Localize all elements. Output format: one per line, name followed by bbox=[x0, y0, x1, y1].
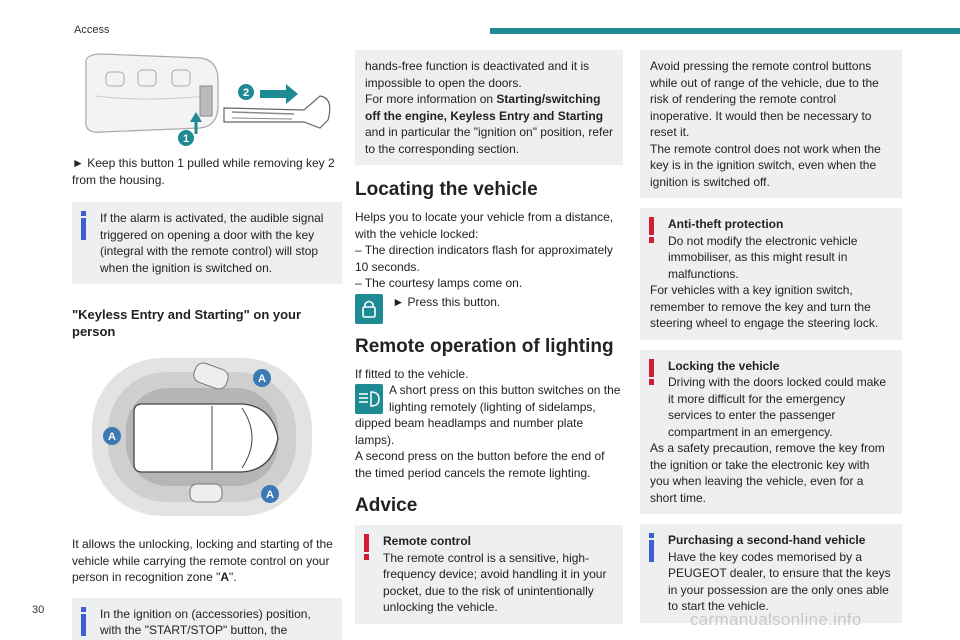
column-2: hands-free function is deactivated and i… bbox=[355, 50, 623, 624]
antitheft-title: Anti-theft protection bbox=[668, 217, 784, 231]
keep-button-instruction: ► Keep this button 1 pulled while removi… bbox=[72, 156, 335, 187]
remote-control-title: Remote control bbox=[383, 534, 472, 548]
keyless-zone-illustration: A A A bbox=[92, 358, 312, 516]
locking-text-1: Driving with the doors locked could make… bbox=[668, 375, 887, 439]
antitheft-warning: Anti-theft protection Do not modify the … bbox=[640, 208, 902, 340]
second-press-text: A second press on the button before the … bbox=[355, 449, 605, 480]
column-3: Avoid pressing the remote control button… bbox=[640, 50, 902, 623]
locking-title: Locking the vehicle bbox=[668, 358, 780, 373]
keyless-heading: "Keyless Entry and Starting" on your per… bbox=[72, 307, 302, 339]
advice-heading: Advice bbox=[355, 495, 418, 516]
locking-warning: Locking the vehicle Driving with the doo… bbox=[640, 349, 902, 514]
short-press-row: A short press on this button switches on… bbox=[355, 382, 623, 448]
continued-text-2: For more information on Starting/switchi… bbox=[365, 92, 613, 156]
header-accent-bar bbox=[490, 28, 960, 34]
antitheft-text-1: Do not modify the electronic vehicle imm… bbox=[668, 233, 858, 281]
purchasing-info-box: Purchasing a second-hand vehicle Have th… bbox=[640, 524, 902, 623]
warning-icon bbox=[648, 358, 654, 389]
continued-text-1: hands-free function is deactivated and i… bbox=[365, 59, 590, 90]
press-button-row: ► Press this button. bbox=[355, 293, 623, 324]
press-button-text: ► Press this button. bbox=[392, 294, 501, 309]
info-icon bbox=[80, 211, 86, 241]
avoid-text-2: The remote control does not work when th… bbox=[650, 141, 881, 189]
zone-label-2: A bbox=[108, 431, 116, 443]
fig1-label-2: 2 bbox=[243, 87, 249, 99]
alarm-info-box: If the alarm is activated, the audible s… bbox=[72, 202, 342, 284]
purchasing-text: Have the key codes memorised by a PEUGEO… bbox=[668, 549, 891, 614]
zone-label-3: A bbox=[266, 489, 274, 501]
locating-text: Helps you to locate your vehicle from a … bbox=[355, 210, 614, 241]
if-fitted-text: If fitted to the vehicle. bbox=[355, 366, 469, 381]
watermark: carmanualsonline.info bbox=[690, 610, 862, 629]
lighting-heading: Remote operation of lighting bbox=[355, 335, 614, 357]
avoid-text-1: Avoid pressing the remote control button… bbox=[650, 59, 879, 139]
locking-text-2: As a safety precaution, remove the key f… bbox=[650, 441, 885, 505]
lock-button-icon bbox=[355, 293, 383, 324]
warning-icon bbox=[648, 217, 654, 247]
section-title: Access bbox=[74, 24, 110, 36]
remote-control-text: The remote control is a sensitive, high-… bbox=[383, 550, 607, 615]
info-icon bbox=[648, 533, 654, 563]
lighting-button-icon bbox=[355, 384, 383, 414]
key-removal-illustration: 2 1 bbox=[85, 53, 331, 146]
keyless-description: It allows the unlocking, locking and sta… bbox=[72, 537, 333, 584]
locating-item-2: – The courtesy lamps come on. bbox=[355, 276, 523, 290]
info-icon bbox=[80, 606, 86, 637]
page-number: 30 bbox=[32, 604, 45, 616]
antitheft-text-2: For vehicles with a key ignition switch,… bbox=[650, 283, 879, 330]
column-1: 2 1 ► Keep this button 1 pulled while re… bbox=[72, 50, 342, 640]
warning-icon bbox=[363, 534, 369, 564]
remote-control-warning: Remote control The remote control is a s… bbox=[355, 525, 623, 624]
fig1-label-1: 1 bbox=[183, 133, 189, 145]
keyless-continued-box: hands-free function is deactivated and i… bbox=[355, 50, 623, 165]
short-press-text: A short press on this button switches on… bbox=[355, 383, 621, 447]
avoid-pressing-box: Avoid pressing the remote control button… bbox=[640, 50, 902, 198]
alarm-info-text: If the alarm is activated, the audible s… bbox=[100, 211, 324, 275]
locating-heading: Locating the vehicle bbox=[355, 179, 538, 200]
purchasing-title: Purchasing a second-hand vehicle bbox=[668, 533, 866, 547]
locating-item-1: – The direction indicators flash for app… bbox=[355, 243, 613, 274]
zone-label-1: A bbox=[258, 373, 266, 385]
ignition-info-text: In the ignition on (accessories) positio… bbox=[100, 606, 311, 638]
ignition-info-box: In the ignition on (accessories) positio… bbox=[72, 597, 342, 640]
